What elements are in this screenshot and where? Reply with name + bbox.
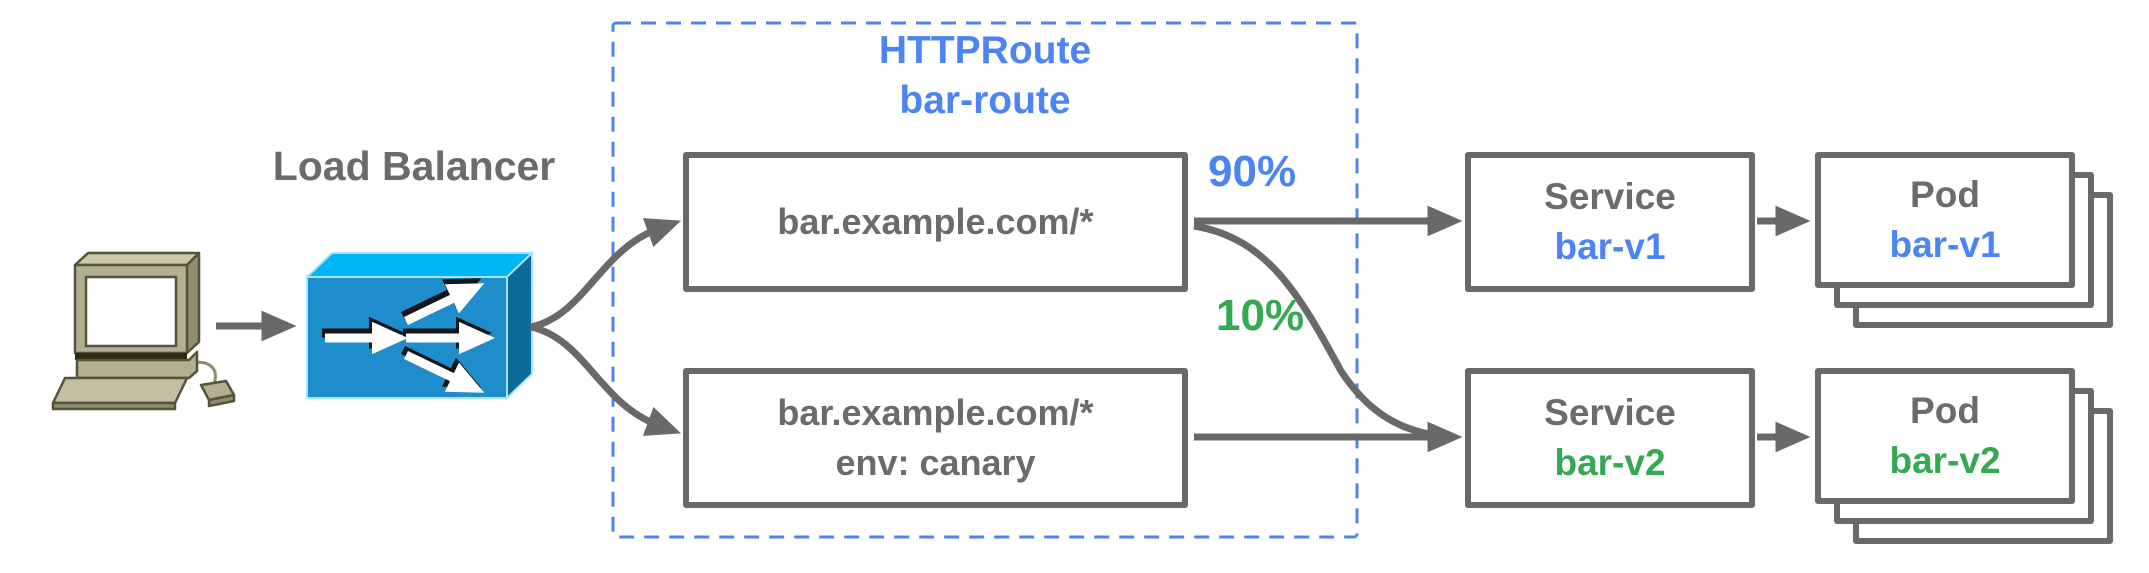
traffic-weight-90-label: 90% <box>1208 147 1297 196</box>
rule-match-v1-box: bar.example.com/* <box>683 152 1188 292</box>
pod-bar-v2-box: Pod bar-v2 <box>1815 368 2075 504</box>
pod-bar-v1-name: bar-v1 <box>1889 224 2001 265</box>
pod-bar-v2-kind: Pod <box>1910 390 1980 431</box>
rule-match-canary-header: env: canary <box>835 442 1036 483</box>
rule-v1-to-service-v2-curve <box>1193 222 1451 441</box>
service-bar-v1-name: bar-v1 <box>1554 226 1666 267</box>
httproute-dashed-box <box>611 21 1359 539</box>
pod-bar-v2-name: bar-v2 <box>1889 440 2001 481</box>
load-balancer-label: Load Balancer <box>272 143 556 189</box>
service-bar-v2-name: bar-v2 <box>1554 442 1666 483</box>
lb-fan-up-arrow <box>404 283 485 326</box>
rule-match-canary-text: bar.example.com/* <box>777 392 1094 433</box>
rule-match-v1-text: bar.example.com/* <box>777 201 1094 242</box>
load-balancer-icon <box>304 250 535 401</box>
traffic-weight-10-label: 10% <box>1216 291 1305 340</box>
httproute-name: bar-route <box>899 79 1071 122</box>
httproute-title: HTTPRoute bar-route <box>612 26 1358 126</box>
pod-bar-v1-kind: Pod <box>1910 174 1980 215</box>
lb-fan-down-arrow <box>404 350 485 393</box>
client-computer-icon <box>51 251 236 411</box>
httproute-kind: HTTPRoute <box>878 29 1092 72</box>
lb-to-rule-canary-arrow <box>530 323 682 436</box>
pod-bar-v1-box: Pod bar-v1 <box>1815 152 2075 288</box>
service-bar-v2-kind: Service <box>1544 392 1676 433</box>
rule-match-canary-box: bar.example.com/* env: canary <box>683 368 1188 508</box>
lb-to-rule-v1-arrow <box>530 218 682 331</box>
service-bar-v1-box: Service bar-v1 <box>1465 152 1755 292</box>
service-bar-v1-kind: Service <box>1544 176 1676 217</box>
service-bar-v2-box: Service bar-v2 <box>1465 368 1755 508</box>
